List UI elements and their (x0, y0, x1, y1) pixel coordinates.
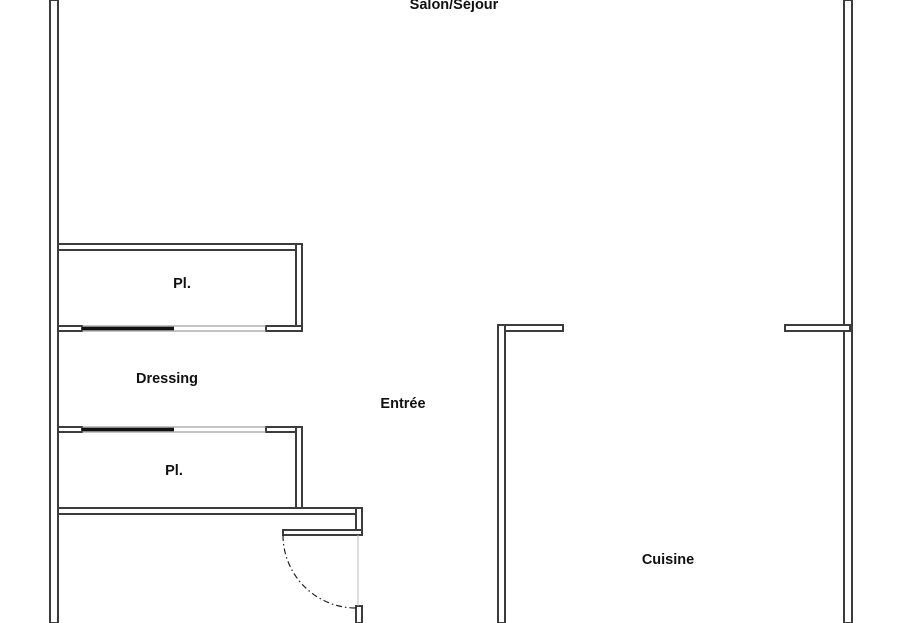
placard-bottom-wall-right (295, 426, 303, 514)
outer-wall-left (49, 0, 59, 623)
placard-top-wall-bottom-right (265, 325, 303, 332)
room-label-entree: Entrée (380, 396, 426, 412)
placard-top-wall-right (295, 243, 303, 332)
placard-top-wall-bottom-left (57, 325, 83, 332)
placard-bottom-wall-top-left (57, 426, 83, 433)
kitchen-wall-top-left (497, 324, 564, 332)
kitchen-wall-left (497, 324, 506, 623)
kitchen-wall-top-right (784, 324, 851, 332)
room-label-dressing: Dressing (135, 371, 199, 387)
room-label-placard-bottom: Pl. (165, 463, 183, 479)
outer-wall-right (843, 0, 853, 623)
door-swing-arc (282, 534, 357, 609)
lower-room-wall-right (355, 605, 363, 623)
room-label-salon: Salon/Séjour (409, 0, 499, 13)
room-label-placard-top: Pl. (173, 276, 191, 292)
placard-top-wall-top (57, 243, 302, 251)
lower-room-wall-stub (282, 529, 363, 536)
lower-room-wall-top (57, 507, 363, 515)
room-label-cuisine: Cuisine (641, 552, 695, 568)
